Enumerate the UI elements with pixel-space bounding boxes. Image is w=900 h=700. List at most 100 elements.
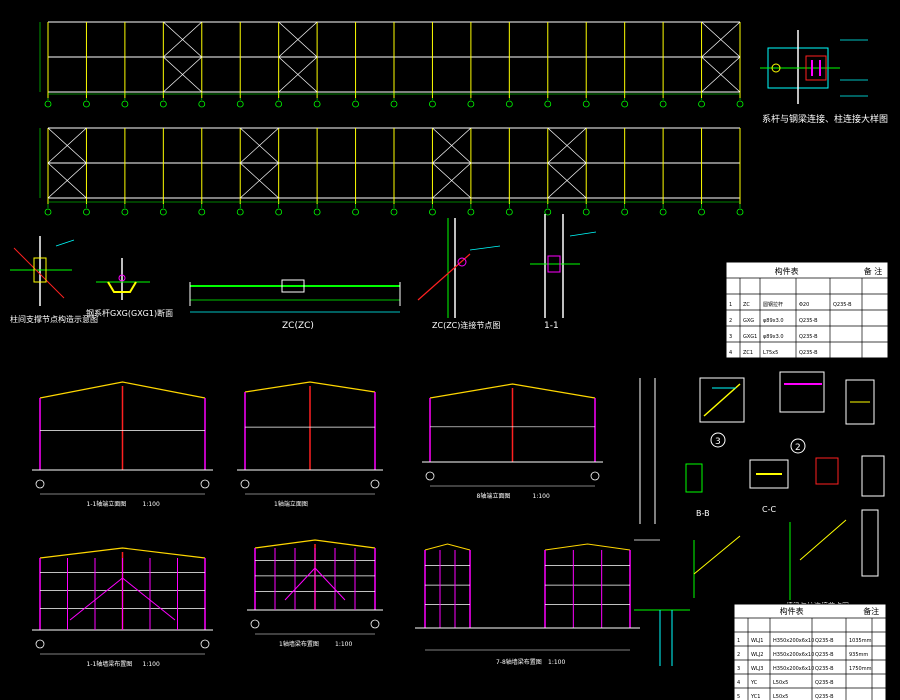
- bracing-x: [701, 21, 741, 58]
- roof-line: [39, 381, 206, 399]
- section-c-title: C-C: [762, 505, 776, 514]
- grid-bubble: [352, 100, 359, 108]
- grid-bubble: [659, 208, 667, 216]
- bracing-x: [278, 56, 318, 93]
- gxg-section-detail: 钢系杆GXG(GXG1)断面: [86, 258, 173, 318]
- grid-bubble: [736, 100, 744, 108]
- grid-bubble: [35, 639, 45, 649]
- wall-brace: [284, 567, 316, 601]
- grid-bubble: [425, 471, 435, 481]
- bracing-x: [278, 21, 318, 58]
- table-cell: ZC: [743, 302, 750, 308]
- table-cell: YC: [750, 680, 758, 686]
- elevation-title: 1轴端立面图: [274, 500, 308, 508]
- elevation-title: 1-1轴端立面图: [87, 500, 127, 508]
- table-cell: Φ20: [799, 302, 809, 308]
- grid-bubble: [200, 479, 210, 489]
- table-title: 构件表: [780, 606, 804, 616]
- table-cell: GXG: [743, 318, 754, 324]
- section-1-1-detail: 1-1: [530, 214, 597, 331]
- table-frame: [733, 603, 887, 700]
- grid-bubble: [698, 208, 705, 216]
- table-note-header: 备 注: [864, 266, 883, 276]
- elevation-scale: 1:100: [335, 641, 352, 648]
- table-cell: ZC1: [743, 350, 753, 356]
- bracing-x: [163, 21, 203, 58]
- grid-bubble: [698, 100, 705, 108]
- table-cell: Q235-B: [815, 652, 834, 658]
- table-cell: 1: [729, 302, 732, 308]
- bracing-x: [547, 127, 587, 164]
- elevation-title: 1轴墙梁布置图: [279, 640, 319, 648]
- grid-bubble: [200, 639, 210, 649]
- table-cell: Q235-B: [815, 694, 834, 700]
- brace-node-detail: 柱间支撑节点构造示意图: [10, 236, 98, 324]
- top-right-connection-detail: 系杆与钢梁连接、柱连接大样图: [760, 30, 888, 125]
- table-cell: WLJ2: [751, 652, 763, 658]
- detail-bubble-3: 3: [715, 437, 721, 447]
- table-cell: 1035mm: [849, 638, 872, 644]
- top-bracing-plan: [39, 21, 744, 108]
- grid-bubble: [505, 208, 513, 216]
- elevation-frame: 1轴墙梁布置图 1:100: [247, 539, 383, 648]
- grid-bubble: [313, 100, 321, 108]
- grid-bubble: [275, 208, 283, 216]
- grid-bubble: [236, 208, 244, 216]
- wall-brace: [314, 567, 346, 601]
- grid-bubble: [313, 208, 321, 216]
- second-bracing-plan: [39, 127, 744, 216]
- table-cell: φ89x3.0: [763, 318, 784, 324]
- table-cell: 3: [737, 666, 740, 672]
- table-cell: 3: [729, 334, 732, 340]
- elevation-title: 1-1轴墙梁布置图: [87, 660, 133, 668]
- grid-bubble: [121, 100, 129, 108]
- table-cell: H350x200x6x10: [773, 638, 814, 644]
- grid-bubble: [44, 100, 52, 108]
- elevation-frame: 1-1轴墙梁布置图 1:100: [32, 547, 213, 668]
- elevation-frame: 1轴端立面图: [237, 381, 383, 508]
- table-cell: H350x200x6x10: [773, 652, 814, 658]
- bracing-x: [547, 162, 587, 199]
- grid-bubble: [370, 619, 380, 629]
- grid-bubble: [35, 479, 45, 489]
- grid-bubble: [83, 208, 90, 216]
- bracing-x: [701, 56, 741, 93]
- elevation-scale: 1:100: [548, 659, 565, 666]
- bracing-x: [47, 162, 87, 199]
- grid-bubble: [370, 479, 380, 489]
- table-cell: Q235-B: [815, 638, 834, 644]
- grid-bubble: [429, 208, 436, 216]
- elevation-scale: 1:100: [143, 661, 160, 668]
- table-cell: Q235-B: [815, 680, 834, 686]
- table-cell: WLJ3: [751, 666, 763, 672]
- grid-bubble: [621, 100, 629, 108]
- table-cell: 2: [737, 652, 740, 658]
- table-cell: Q235-B: [799, 350, 818, 356]
- zc-rod-detail: ZC(ZC): [189, 279, 401, 331]
- table-cell: L75x5: [763, 350, 778, 356]
- grid-bubble: [505, 100, 513, 108]
- roof-line: [254, 539, 376, 549]
- section-1-1-title: 1-1: [544, 321, 559, 331]
- grid-bubble: [736, 208, 744, 216]
- table-cell: GXG1: [743, 334, 757, 340]
- detail-gxg-title: 钢系杆GXG(GXG1)断面: [86, 308, 173, 318]
- table-cell: 2: [729, 318, 732, 324]
- grid-bubble: [121, 208, 129, 216]
- table-cell: WLJ1: [751, 638, 763, 644]
- bracing-x: [239, 127, 279, 164]
- grid-bubble: [390, 208, 398, 216]
- detail-bubble-2: 2: [795, 443, 801, 453]
- table-cell: Q235-B: [799, 318, 818, 324]
- grid-bubble: [390, 100, 398, 108]
- bracing-x: [163, 56, 203, 93]
- table-cell: 5: [737, 694, 740, 700]
- zc-node-detail: ZC(ZC)连接节点图: [417, 218, 500, 330]
- grid-bubble: [198, 100, 206, 108]
- table-note-header: 备注: [863, 606, 879, 616]
- grid-bubble: [250, 619, 260, 629]
- grid-bubble: [544, 208, 552, 216]
